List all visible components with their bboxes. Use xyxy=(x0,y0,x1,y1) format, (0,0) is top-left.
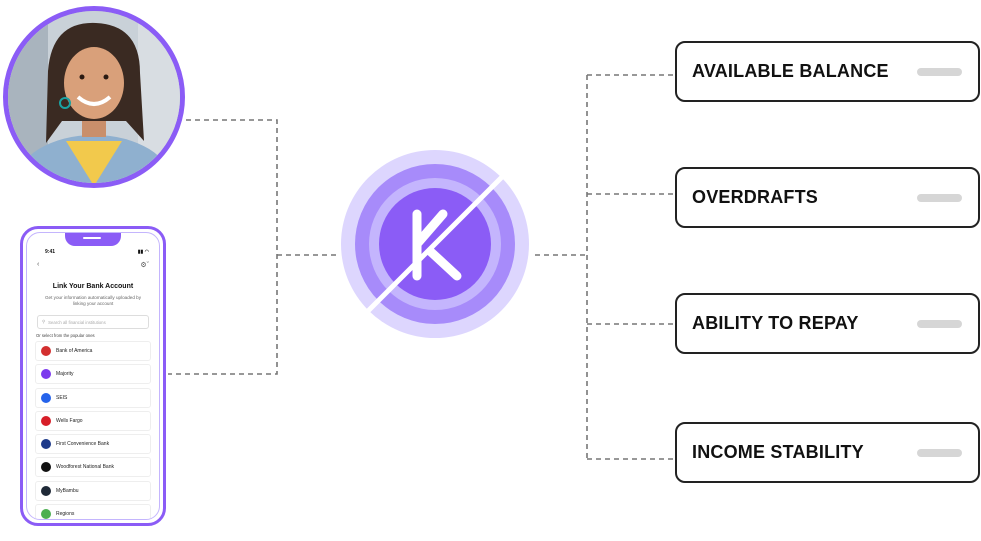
metric-label: ABILITY TO REPAY xyxy=(692,313,859,333)
bank-logo-icon xyxy=(41,462,51,473)
bank-logo-icon xyxy=(41,485,51,496)
settings-icon[interactable]: ⚙ˇ xyxy=(140,262,149,269)
phone-notch xyxy=(65,233,121,246)
bank-search-input[interactable]: ⚲ Search all financial institutions xyxy=(37,315,149,329)
bank-name: Regions xyxy=(56,511,75,518)
bank-logo-icon xyxy=(41,439,51,450)
bank-name: Woodforest National Bank xyxy=(56,464,114,471)
metric-bar xyxy=(917,319,962,328)
metric-label: INCOME STABILITY xyxy=(692,442,864,462)
bank-list-item[interactable]: Regions xyxy=(35,504,151,519)
bank-name: Bank of America xyxy=(56,348,93,354)
bank-name: Majority xyxy=(56,371,74,378)
metric-label: OVERDRAFTS xyxy=(692,187,819,207)
metric-bar xyxy=(917,448,962,457)
bank-list-item[interactable]: Majority xyxy=(35,364,151,385)
bank-name: SEIS xyxy=(56,394,68,401)
signal-icon: ▮▮ ◠ xyxy=(137,249,149,255)
user-avatar-photo xyxy=(3,6,185,188)
phone-mockup: 9:41 ▮▮ ◠ ‹ ⚙ˇ Link Your Bank Account Ge… xyxy=(20,226,166,526)
metric-ability-to-repay: ABILITY TO REPAY xyxy=(675,293,980,354)
bank-list-item[interactable]: MyBambu xyxy=(35,480,151,501)
status-time: 9:41 xyxy=(45,249,56,255)
phone-nav: ‹ ⚙ˇ xyxy=(37,261,149,269)
metric-bar xyxy=(917,67,962,76)
bank-name: First Convenience Bank xyxy=(56,441,110,448)
bank-logo-icon xyxy=(41,346,51,356)
metric-overdrafts: OVERDRAFTS xyxy=(675,167,980,228)
popular-banks-label: Or select from the popular ones xyxy=(36,333,95,338)
connector-avatar xyxy=(168,119,278,375)
bank-list-item[interactable]: Wells Fargo xyxy=(35,410,151,431)
bank-logo-icon xyxy=(41,509,51,519)
metric-label: AVAILABLE BALANCE xyxy=(692,61,889,81)
bank-logo-icon xyxy=(41,392,51,403)
bank-logo-icon xyxy=(41,369,51,380)
bank-list-item[interactable]: Woodforest National Bank xyxy=(35,457,151,478)
link-account-subtitle: Get your information automatically uploa… xyxy=(44,295,141,306)
metric-available-balance: AVAILABLE BALANCE xyxy=(675,41,980,102)
bank-logo-icon xyxy=(41,415,51,426)
bank-list-item[interactable]: SEIS xyxy=(35,387,151,408)
bank-list-item[interactable]: Bank of America xyxy=(35,341,151,361)
bank-name: MyBambu xyxy=(56,487,79,494)
metric-bar xyxy=(917,193,962,202)
bank-name: Wells Fargo xyxy=(56,417,83,424)
link-account-title: Link Your Bank Account xyxy=(52,283,134,290)
k-logo xyxy=(341,150,529,338)
status-bar: 9:41 ▮▮ ◠ xyxy=(45,249,149,255)
metric-income-stability: INCOME STABILITY xyxy=(675,422,980,483)
bank-list-item[interactable]: First Convenience Bank xyxy=(35,434,151,455)
search-placeholder: Search all financial institutions xyxy=(48,319,106,325)
back-icon[interactable]: ‹ xyxy=(37,261,40,268)
search-icon: ⚲ xyxy=(42,319,46,324)
